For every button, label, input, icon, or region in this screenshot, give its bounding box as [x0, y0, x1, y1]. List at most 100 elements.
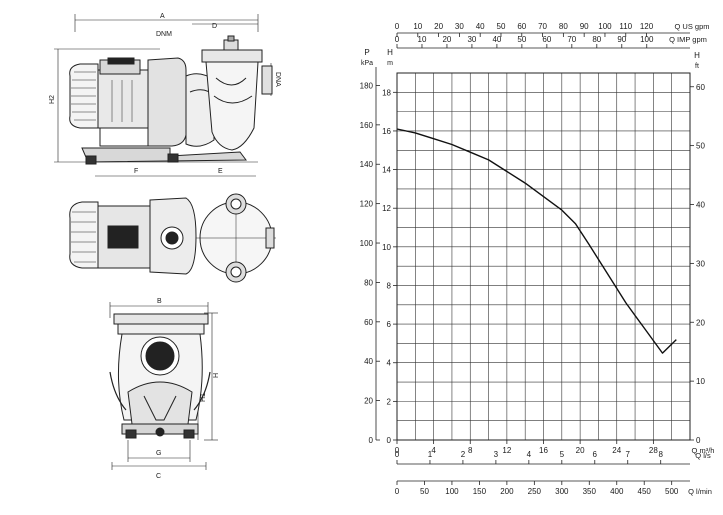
tick-label-usgpm: 10: [413, 22, 422, 31]
tick-label-ft: 40: [696, 201, 705, 210]
tick-label-usgpm: 120: [640, 22, 654, 31]
pump-curve-chart: 024681012141618Hm02040608010012014016018…: [360, 22, 715, 496]
tick-label-ls: 3: [494, 450, 499, 459]
tick-label-impgpm: 70: [567, 35, 576, 44]
dim-label-h2: H2: [49, 95, 56, 104]
dim-label-d: D: [212, 23, 217, 30]
tick-label-impgpm: 40: [492, 35, 501, 44]
tick-label-impgpm: 80: [592, 35, 601, 44]
tick-label-kpa: 160: [360, 121, 374, 130]
tick-label-m3h: 8: [468, 446, 473, 455]
tick-label-lmin: 150: [473, 487, 487, 496]
tick-label-usgpm: 60: [517, 22, 526, 31]
tick-label-h-m: 16: [382, 127, 391, 136]
tick-label-impgpm: 0: [395, 35, 400, 44]
axis-title-h-ft: H: [694, 51, 700, 60]
tick-label-ft: 30: [696, 259, 705, 268]
dim-label-h1: H1: [200, 393, 207, 402]
tick-label-usgpm: 20: [434, 22, 443, 31]
tick-label-usgpm: 90: [580, 22, 589, 31]
tick-label-impgpm: 30: [467, 35, 476, 44]
tick-label-h-m: 6: [387, 320, 392, 329]
axis-title-usgpm: Q US gpm: [674, 22, 709, 31]
tick-label-ls: 5: [560, 450, 565, 459]
tick-label-kpa: 80: [364, 278, 373, 287]
tick-label-ft: 0: [696, 436, 701, 445]
tick-label-usgpm: 80: [559, 22, 568, 31]
front-view: [109, 302, 218, 470]
tick-label-lmin: 350: [583, 487, 597, 496]
tick-label-usgpm: 0: [395, 22, 400, 31]
dim-label-g: G: [156, 450, 161, 457]
dim-label-dna: DNA: [274, 72, 281, 87]
chart-series: [396, 128, 677, 354]
top-view: [69, 193, 276, 283]
dim-label-h: H: [213, 373, 220, 378]
tick-label-lmin: 500: [665, 487, 679, 496]
tick-label-usgpm: 100: [598, 22, 612, 31]
tick-label-ft: 50: [696, 142, 705, 151]
tick-label-ft: 20: [696, 318, 705, 327]
tick-label-lmin: 450: [638, 487, 652, 496]
axis-title-h-m: H: [387, 48, 393, 57]
tick-label-lmin: 200: [500, 487, 514, 496]
tick-label-ft: 10: [696, 377, 705, 386]
tick-label-ft: 60: [696, 83, 705, 92]
dim-label-f: F: [134, 168, 138, 175]
pump-curve-line: [396, 128, 677, 354]
tick-label-lmin: 250: [528, 487, 542, 496]
tick-label-lmin: 300: [555, 487, 569, 496]
tick-label-lmin: 50: [420, 487, 429, 496]
tick-label-h-m: 4: [387, 359, 392, 368]
tick-label-ls: 0: [395, 450, 400, 459]
tick-label-m3h: 20: [576, 446, 585, 455]
tick-label-ls: 7: [626, 450, 631, 459]
tick-label-h-m: 10: [382, 243, 391, 252]
axis-unit-kpa: kPa: [361, 60, 373, 67]
tick-label-h-m: 12: [382, 204, 391, 213]
tick-label-impgpm: 90: [617, 35, 626, 44]
tick-label-ls: 4: [527, 450, 532, 459]
tick-label-h-m: 0: [387, 436, 392, 445]
tick-label-h-m: 18: [382, 88, 391, 97]
tick-label-kpa: 60: [364, 318, 373, 327]
tick-label-m3h: 12: [502, 446, 511, 455]
tick-label-ls: 1: [428, 450, 433, 459]
axis-title-m3h: Q m³/h: [692, 446, 715, 455]
pump-drawings: A D DNM DNA H2 F E B H H1 G C: [49, 13, 281, 480]
tick-label-lmin: 100: [445, 487, 459, 496]
axis-title-lmin: Q l/min: [688, 487, 712, 496]
tick-label-impgpm: 20: [442, 35, 451, 44]
tick-label-h-m: 2: [387, 397, 392, 406]
tick-label-m3h: 28: [649, 446, 658, 455]
tick-label-h-m: 14: [382, 166, 391, 175]
axis-title-ls: Q l/s: [695, 451, 711, 460]
chart-grid: [396, 72, 691, 441]
tick-label-usgpm: 110: [619, 22, 632, 31]
tick-label-m3h: 16: [539, 446, 548, 455]
tick-label-impgpm: 100: [640, 35, 654, 44]
axis-title-p: P: [364, 48, 369, 57]
tick-label-kpa: 0: [369, 436, 374, 445]
dim-label-e: E: [218, 168, 223, 175]
tick-label-ls: 2: [461, 450, 466, 459]
tick-label-usgpm: 40: [476, 22, 485, 31]
axis-unit-h-m: m: [387, 60, 393, 67]
tick-label-m3h: 4: [431, 446, 436, 455]
tick-label-impgpm: 60: [542, 35, 551, 44]
side-view: [54, 14, 273, 177]
tick-label-kpa: 40: [364, 357, 373, 366]
tick-label-ls: 8: [658, 450, 663, 459]
tick-label-ls: 6: [593, 450, 598, 459]
axis-title-impgpm: Q IMP gpm: [669, 35, 707, 44]
tick-label-lmin: 400: [610, 487, 624, 496]
tick-label-impgpm: 50: [517, 35, 526, 44]
tick-label-kpa: 120: [360, 200, 374, 209]
tick-label-usgpm: 70: [538, 22, 547, 31]
dim-label-b: B: [157, 298, 162, 305]
tick-label-kpa: 100: [360, 239, 374, 248]
tick-label-h-m: 8: [387, 281, 392, 290]
tick-label-kpa: 20: [364, 397, 373, 406]
dim-label-c: C: [156, 473, 161, 480]
